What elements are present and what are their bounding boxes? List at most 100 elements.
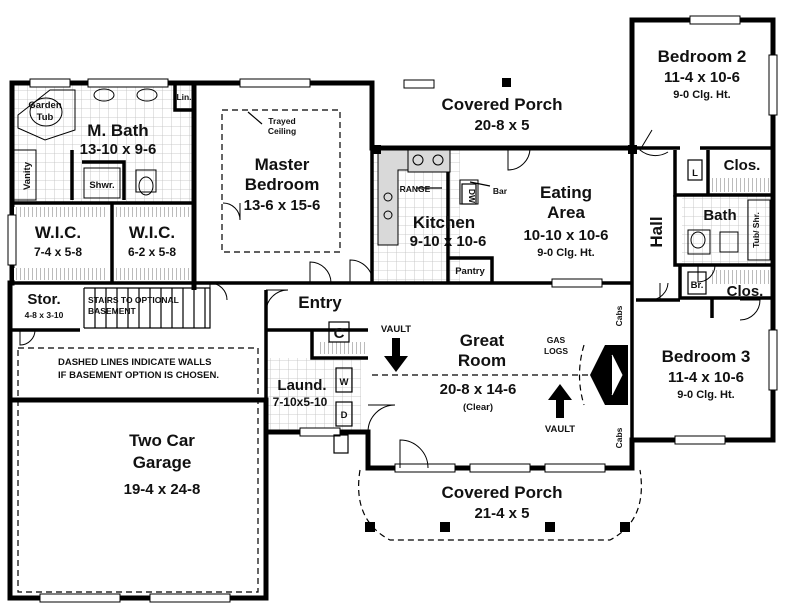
bar-label: Bar — [493, 186, 508, 196]
l-label: L — [692, 168, 698, 179]
vault-arrows — [384, 338, 572, 418]
covered-porch-top-name: Covered Porch — [442, 95, 563, 114]
great-room-clear: (Clear) — [463, 402, 493, 413]
clos2-label: Clos. — [727, 283, 764, 300]
wic1-name: W.I.C. — [35, 223, 81, 242]
cabs-bottom-label: Cabs — [614, 427, 624, 448]
clos1-label: Clos. — [724, 157, 761, 174]
trayed-label-1: Trayed — [268, 116, 295, 126]
stor-name: Stor. — [27, 291, 60, 308]
wic2-shelf-bottom — [116, 268, 190, 280]
coat-closet — [328, 321, 350, 343]
vault-right-label: VAULT — [545, 424, 575, 435]
clos2-shelf — [712, 270, 770, 284]
great-room-dims: 20-8 x 14-6 — [440, 381, 517, 398]
door-swings — [19, 129, 761, 469]
firebox — [611, 354, 623, 396]
washer-box — [333, 434, 349, 454]
bedroom3-clg: 9-0 Clg. Ht. — [677, 389, 734, 401]
hearth-dash — [578, 344, 585, 406]
eating-name-2: Area — [547, 203, 585, 222]
wic1-dims: 7-4 x 5-8 — [34, 245, 82, 259]
wic1-shelf-bottom — [14, 268, 108, 280]
great-room-name-2: Room — [458, 351, 506, 370]
range-label: RANGE — [400, 184, 431, 194]
lin-label: Lin. — [176, 92, 191, 102]
covered-porch-bottom-dims: 21-4 x 5 — [474, 505, 529, 522]
coat-c-label: C — [334, 325, 345, 342]
gas-logs-1: GAS — [547, 335, 566, 345]
bath-label: Bath — [703, 207, 736, 224]
bedroom2-clg: 9-0 Clg. Ht. — [673, 89, 730, 101]
m-bath-dims: 13-10 x 9-6 — [80, 141, 157, 158]
fireplace — [590, 345, 628, 405]
wic2-dims: 6-2 x 5-8 — [128, 245, 176, 259]
laund-dims: 7-10x5-10 — [273, 395, 328, 409]
wic2-shelf — [116, 207, 190, 217]
eating-name-1: Eating — [540, 183, 592, 202]
stairs-label-2: BASEMENT — [88, 306, 137, 316]
trayed-label-2: Ceiling — [268, 126, 296, 136]
wic2-name: W.I.C. — [129, 223, 175, 242]
kitchen-dims: 9-10 x 10-6 — [410, 233, 487, 250]
washer — [335, 367, 353, 393]
br-label: Br. — [691, 280, 704, 291]
garage-name-1: Two Car — [129, 431, 195, 450]
linen-box — [687, 159, 703, 181]
m-bath-name: M. Bath — [87, 121, 148, 140]
shwr-label: Shwr. — [89, 180, 114, 191]
garage-wall — [7, 283, 269, 601]
tub-shr-label: Tub/ Shr. — [751, 212, 761, 248]
master-name-2: Bedroom — [245, 175, 320, 194]
interior-walls — [12, 83, 773, 440]
kitchen-name: Kitchen — [413, 213, 475, 232]
master-bath-tile — [14, 85, 194, 203]
eating-dims: 10-10 x 10-6 — [523, 227, 608, 244]
dishwasher — [461, 183, 477, 205]
range-leader — [416, 181, 491, 189]
garden-tub-label-1: Garden — [28, 100, 61, 111]
bedroom2-name: Bedroom 2 — [658, 47, 747, 66]
bedroom3-dims: 11-4 x 10-6 — [668, 369, 744, 386]
garden-tub-label-2: Tub — [37, 112, 54, 123]
wic1-shelf — [14, 207, 108, 217]
vault-left-label: VAULT — [381, 324, 411, 335]
washer-label: W — [340, 377, 349, 388]
entry-label: Entry — [298, 293, 342, 312]
stairs-label-1: STAIRS TO OPTIONAL — [88, 295, 179, 305]
great-room-name-1: Great — [460, 331, 505, 350]
covered-porch-bottom-name: Covered Porch — [442, 483, 563, 502]
pantry-label: Pantry — [455, 266, 485, 277]
gas-logs-2: LOGS — [544, 346, 568, 356]
bedroom2-dims: 11-4 x 10-6 — [664, 69, 740, 86]
trayed-leader — [247, 111, 263, 125]
vanity-label: Vanity — [22, 161, 33, 190]
hall-label: Hall — [647, 216, 666, 247]
dashed-note-1: DASHED LINES INDICATE WALLS — [58, 357, 211, 368]
labels: Garden Tub Lin. M. Bath 13-10 x 9-6 Vani… — [22, 47, 763, 522]
laundry-tile — [266, 358, 361, 432]
cabs-top-label: Cabs — [614, 305, 624, 326]
porch-dashed-outline — [358, 469, 642, 541]
garage-name-2: Garage — [133, 453, 192, 472]
bath-fixtures — [13, 88, 771, 261]
master-name-1: Master — [255, 155, 310, 174]
basement-dashed-walls — [17, 347, 259, 593]
windows — [7, 15, 778, 603]
coat-shelf — [318, 342, 366, 354]
dryer — [335, 401, 353, 427]
porch-posts — [365, 78, 637, 532]
eating-clg: 9-0 Clg. Ht. — [537, 247, 594, 259]
covered-porch-top-dims: 20-8 x 5 — [474, 117, 529, 134]
dashed-note-2: IF BASEMENT OPTION IS CHOSEN. — [58, 370, 219, 381]
clos1-shelf — [712, 178, 770, 192]
master-dims: 13-6 x 15-6 — [244, 197, 321, 214]
stairs — [83, 287, 211, 329]
broom-box — [687, 271, 707, 295]
laund-name: Laund. — [277, 377, 326, 394]
dw-label: DW — [467, 189, 477, 204]
dryer-label: D — [341, 410, 348, 421]
kitchen-counters — [377, 149, 479, 246]
bedroom3-name: Bedroom 3 — [662, 347, 751, 366]
